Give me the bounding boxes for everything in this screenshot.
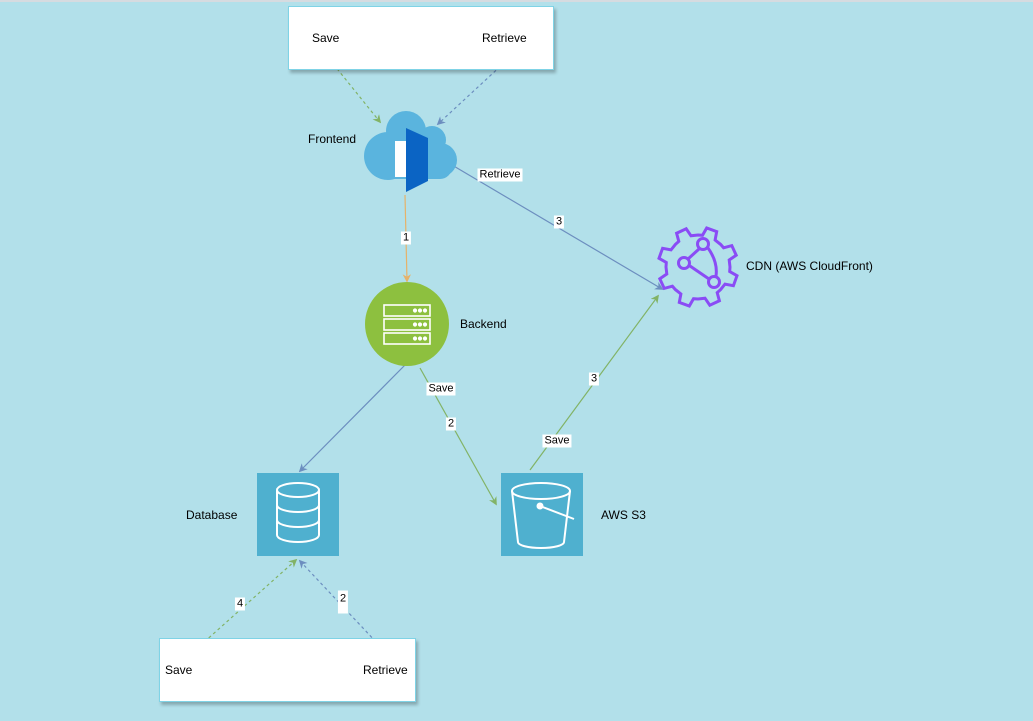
- edge-label-db-retrieve-step: 2: [337, 590, 349, 614]
- bottom-client-box[interactable]: [159, 638, 416, 702]
- cdn-label: CDN (AWS CloudFront): [746, 259, 873, 273]
- top-client-box[interactable]: [288, 6, 554, 70]
- cdn-node[interactable]: [657, 226, 739, 308]
- cloud-door-icon: [364, 111, 457, 192]
- database-node[interactable]: [257, 473, 339, 556]
- network-gear-icon: [657, 226, 739, 308]
- frontend-label: Frontend: [308, 132, 357, 146]
- frontend-icon[interactable]: [364, 111, 457, 192]
- edge-database-bottom-save[interactable]: [182, 558, 298, 662]
- edge-label-frontend-cdn-step: 3: [553, 215, 565, 229]
- bucket-icon: [511, 482, 575, 549]
- s3-label: AWS S3: [601, 508, 646, 522]
- top-retrieve-label: Retrieve: [482, 31, 527, 45]
- bottom-save-label: Save: [165, 663, 193, 677]
- s3-node[interactable]: [501, 473, 583, 556]
- edge-label-db-save-step: 4: [234, 597, 246, 611]
- top-save-label: Save: [312, 31, 340, 45]
- edge-label-s3-cdn-action: Save: [542, 434, 572, 448]
- edge-label-frontend-cdn-action: Retrieve: [477, 168, 523, 182]
- database-label: Database: [186, 508, 238, 522]
- backend-label: Backend: [460, 317, 507, 331]
- edge-label-backend-s3-step: 2: [445, 417, 457, 431]
- top-border: [0, 0, 1033, 2]
- backend-icon[interactable]: [365, 282, 449, 366]
- bottom-retrieve-label: Retrieve: [363, 663, 408, 677]
- edge-label-backend-s3-action: Save: [426, 382, 456, 396]
- edge-backend-database[interactable]: [298, 364, 406, 473]
- edge-label-s3-cdn-step: 3: [588, 372, 600, 386]
- server-icon: [383, 304, 431, 345]
- edge-label-frontend-backend-step: 1: [400, 231, 412, 245]
- database-icon: [276, 482, 320, 543]
